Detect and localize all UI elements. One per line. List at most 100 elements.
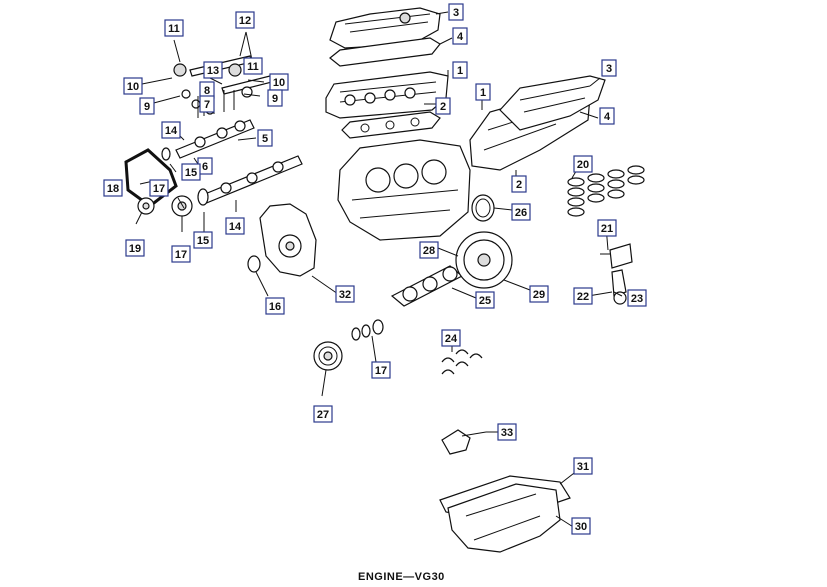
- callout-c31: 31: [573, 457, 593, 475]
- leader-lines: [135, 11, 623, 531]
- callout-number: 26: [515, 207, 527, 219]
- callout-c23: 23: [627, 289, 647, 307]
- callout-number: 33: [501, 427, 513, 439]
- callout-box: [573, 287, 593, 305]
- callout-box: [599, 107, 615, 125]
- callout-number: 32: [339, 289, 351, 301]
- callout-box: [313, 405, 333, 423]
- callout-c3b: 3: [601, 59, 617, 77]
- callout-number: 1: [480, 87, 486, 99]
- callout-number: 7: [204, 99, 210, 111]
- callout-number: 15: [185, 167, 197, 179]
- callout-number: 18: [107, 183, 119, 195]
- callout-number: 2: [440, 101, 446, 113]
- oil-pan: [447, 483, 561, 553]
- callout-c25: 25: [475, 291, 495, 309]
- callout-c33: 33: [497, 423, 517, 441]
- callout-c18: 18: [103, 179, 123, 197]
- callout-c10b: 10: [269, 73, 289, 91]
- callout-number: 17: [375, 365, 387, 377]
- callout-c27: 27: [313, 405, 333, 423]
- callout-box: [571, 517, 591, 535]
- callout-number: 23: [631, 293, 643, 305]
- callout-box: [225, 217, 245, 235]
- callout-box: [419, 241, 439, 259]
- cylinder-block: [337, 139, 471, 241]
- callout-number: 2: [516, 179, 522, 191]
- callout-number: 24: [445, 333, 458, 345]
- callout-c3a: 3: [448, 3, 464, 21]
- callout-number: 11: [168, 23, 180, 35]
- callout-box: [235, 11, 255, 29]
- callout-box: [371, 361, 391, 379]
- callout-number: 1: [457, 65, 463, 77]
- callout-c1b: 1: [475, 83, 491, 101]
- callout-number: 3: [453, 7, 459, 19]
- callout-box: [452, 27, 468, 45]
- oil-pump-front-cover: [259, 203, 317, 277]
- callout-number: 25: [479, 295, 491, 307]
- callout-c1a: 1: [452, 61, 468, 79]
- piston-rings: [567, 165, 645, 217]
- piston: [600, 243, 633, 269]
- callout-box: [335, 285, 355, 303]
- callout-c7: 7: [199, 95, 215, 113]
- callout-box: [193, 231, 213, 249]
- crank-pulley: [313, 341, 343, 371]
- callout-number: 9: [272, 93, 278, 105]
- callout-c2b: 2: [511, 175, 527, 193]
- callout-number: 8: [204, 85, 210, 97]
- callout-box: [435, 97, 451, 115]
- callout-c4a: 4: [452, 27, 468, 45]
- callout-c11a: 11: [164, 19, 184, 37]
- valve-cover-right: [499, 75, 606, 131]
- callout-box: [627, 289, 647, 307]
- callout-box: [448, 3, 464, 21]
- callout-number: 27: [317, 409, 329, 421]
- callout-c13: 13: [203, 61, 223, 79]
- callout-number: 16: [269, 301, 281, 313]
- callout-box: [243, 57, 263, 75]
- callout-c14a: 14: [161, 121, 181, 139]
- callout-number: 29: [533, 289, 545, 301]
- callout-box: [597, 219, 617, 237]
- callout-box: [203, 61, 223, 79]
- callout-box: [475, 83, 491, 101]
- callout-box: [171, 245, 191, 263]
- oil-strainer: [441, 429, 487, 455]
- callout-c19: 19: [125, 239, 145, 257]
- callout-c15b: 15: [193, 231, 213, 249]
- callout-number: 17: [175, 249, 187, 261]
- flywheel: [455, 231, 513, 289]
- callout-number: 21: [601, 223, 613, 235]
- callout-box: [257, 129, 273, 147]
- callout-number: 28: [423, 245, 435, 257]
- cylinder-head-left: [325, 71, 449, 119]
- callout-box: [164, 19, 184, 37]
- oil-pan-gasket: [439, 475, 571, 523]
- head-gasket-left: [341, 111, 441, 139]
- callout-number: 15: [197, 235, 209, 247]
- callout-c17c: 17: [371, 361, 391, 379]
- crankshaft: [390, 265, 464, 307]
- callout-c24: 24: [441, 329, 461, 347]
- callout-number: 10: [127, 81, 139, 93]
- callout-box: [497, 423, 517, 441]
- callout-box: [511, 203, 531, 221]
- callout-c5: 5: [257, 129, 273, 147]
- callout-box: [511, 175, 527, 193]
- callout-box: [181, 163, 201, 181]
- idler-pulley: [137, 197, 155, 215]
- timing-belt: [124, 148, 178, 208]
- rear-main-seal: [471, 194, 495, 222]
- callout-c32: 32: [335, 285, 355, 303]
- callout-c15a: 15: [181, 163, 201, 181]
- callout-box: [601, 59, 617, 77]
- callout-c26: 26: [511, 203, 531, 221]
- callout-number: 13: [207, 65, 219, 77]
- callout-box: [265, 297, 285, 315]
- camshaft-lower: [199, 155, 303, 205]
- callout-box: [452, 61, 468, 79]
- callout-box: [123, 77, 143, 95]
